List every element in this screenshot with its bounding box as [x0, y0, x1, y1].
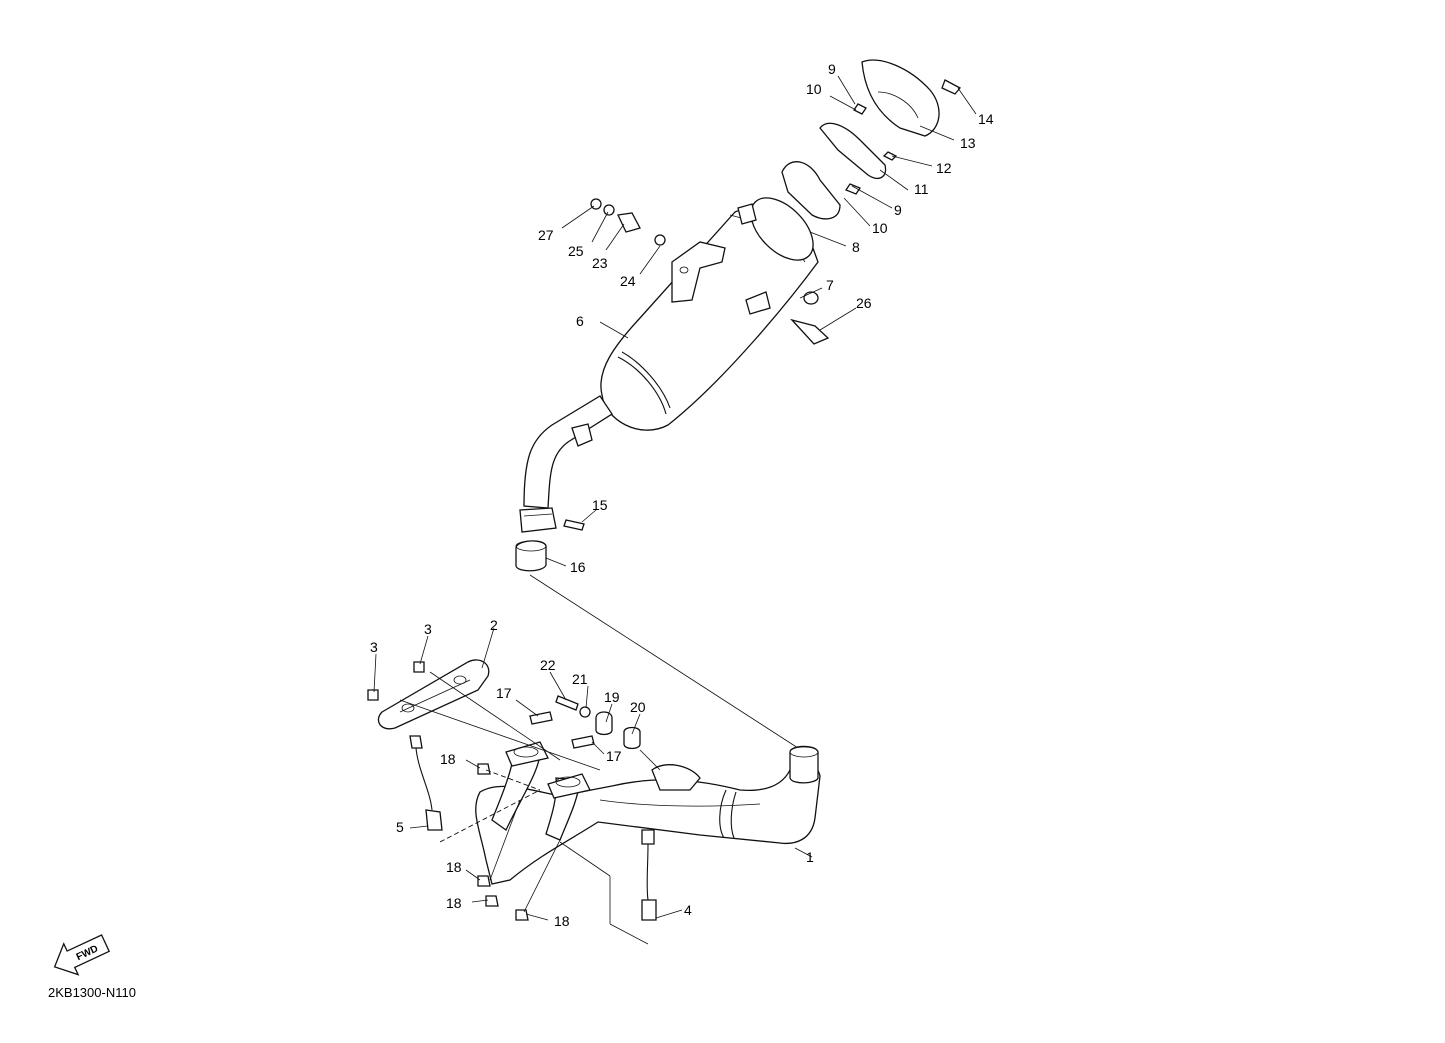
callout-10b: 10 [872, 220, 888, 236]
callout-6: 6 [576, 313, 584, 329]
callout-7: 7 [826, 277, 834, 293]
callout-21: 21 [572, 671, 588, 687]
muffler-assembly [515, 59, 962, 760]
callout-4: 4 [684, 902, 692, 918]
diagram-code: 2KB1300-N110 [48, 985, 136, 1000]
callout-16: 16 [570, 559, 586, 575]
callout-26: 26 [856, 295, 872, 311]
callout-17b: 17 [606, 748, 622, 764]
callout-leaders [373, 75, 977, 921]
callout-1: 1 [806, 849, 814, 865]
exhaust-header-assembly [367, 659, 821, 945]
callout-numbers: 1 2 3 3 4 5 6 7 8 9 9 10 10 11 12 13 14 … [370, 61, 994, 929]
callout-17a: 17 [496, 685, 512, 701]
callout-27: 27 [538, 227, 554, 243]
callout-22: 22 [540, 657, 556, 673]
callout-18b: 18 [446, 859, 462, 875]
callout-23: 23 [592, 255, 608, 271]
callout-9b: 9 [894, 202, 902, 218]
callout-10a: 10 [806, 81, 822, 97]
callout-12: 12 [936, 160, 952, 176]
callout-2: 2 [490, 617, 498, 633]
callout-8: 8 [852, 239, 860, 255]
callout-3a: 3 [370, 639, 378, 655]
fwd-arrow-icon: FWD [53, 934, 111, 976]
callout-24: 24 [620, 273, 636, 289]
callout-5: 5 [396, 819, 404, 835]
callout-13: 13 [960, 135, 976, 151]
callout-19: 19 [604, 689, 620, 705]
callout-11: 11 [914, 181, 929, 197]
callout-18c: 18 [446, 895, 462, 911]
callout-15: 15 [592, 497, 608, 513]
callout-18a: 18 [440, 751, 456, 767]
callout-3b: 3 [424, 621, 432, 637]
callout-18d: 18 [554, 913, 570, 929]
callout-14: 14 [978, 111, 994, 127]
callout-9a: 9 [828, 61, 836, 77]
callout-20: 20 [630, 699, 646, 715]
callout-25: 25 [568, 243, 584, 259]
